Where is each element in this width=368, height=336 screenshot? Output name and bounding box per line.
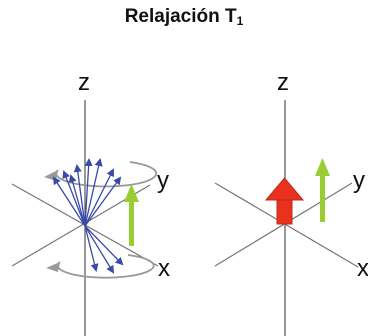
right-y-label: y [353, 167, 365, 194]
spin-vector [84, 225, 115, 274]
left-x-label: x [158, 255, 170, 282]
spin-vector [68, 174, 86, 227]
title-subscript: 1 [236, 14, 244, 28]
spin-vector [62, 170, 86, 227]
spin-vector [84, 225, 99, 272]
spin-vector [84, 158, 93, 227]
left-panel: z y x [11, 69, 170, 336]
left-z-label: z [78, 69, 90, 96]
spin-vectors [52, 158, 124, 274]
diagram-title: Relajación T1 [0, 6, 368, 28]
spin-vector [84, 176, 122, 227]
lower-precession-loop [46, 254, 155, 279]
spin-vector [84, 225, 124, 266]
left-green-arrow [124, 184, 139, 246]
right-x-axis [214, 182, 359, 268]
net-magnetization-arrow [264, 177, 305, 225]
title-text: Relajación T [124, 6, 237, 27]
spin-vector [52, 176, 86, 227]
right-green-arrow [315, 158, 330, 222]
upper-precession-loop [44, 161, 158, 188]
spin-vector [84, 168, 114, 227]
left-y-label: y [157, 167, 169, 194]
spin-vector [73, 164, 86, 227]
right-panel: z y x [214, 69, 368, 336]
spin-vector [84, 158, 103, 227]
right-x-label: x [357, 255, 368, 282]
right-z-label: z [277, 69, 289, 96]
